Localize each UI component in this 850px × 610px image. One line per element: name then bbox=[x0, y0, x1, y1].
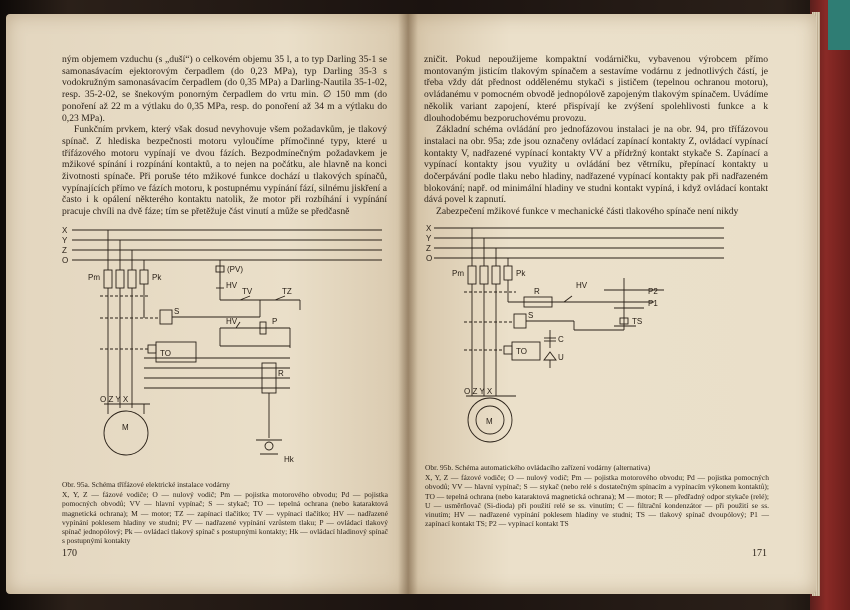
left-label-tz: TZ bbox=[282, 287, 292, 296]
right-label-hv: HV bbox=[576, 281, 588, 290]
right-paragraph-3: Zabezpečení mžikové funkce v mechanické … bbox=[436, 206, 739, 218]
right-label-to: TO bbox=[516, 347, 527, 356]
left-caption-title: Obr. 95a. Schéma třífázové elektrické in… bbox=[62, 480, 230, 489]
right-label-p2: P2 bbox=[648, 287, 658, 296]
left-figure-caption: Obr. 95a. Schéma třífázové elektrické in… bbox=[62, 480, 388, 545]
left-phase-z: Z bbox=[62, 246, 67, 255]
right-caption-title: Obr. 95b. Schéma automatického ovládacíh… bbox=[425, 463, 651, 472]
right-page-number: 171 bbox=[752, 548, 767, 559]
book-spine bbox=[398, 14, 418, 594]
left-label-tv: TV bbox=[242, 287, 253, 296]
left-label-pm: Pm bbox=[88, 273, 100, 282]
left-label-hv: HV bbox=[226, 281, 238, 290]
page-stack-edge bbox=[812, 12, 820, 596]
left-page bbox=[6, 14, 408, 594]
right-label-c: C bbox=[558, 335, 564, 344]
right-phase-x: X bbox=[426, 224, 432, 233]
left-page-text: ným objemem vzduchu (s „duší“) o celkové… bbox=[62, 54, 387, 218]
left-label-ozyx: O Z Y X bbox=[100, 395, 129, 404]
left-phase-x: X bbox=[62, 226, 68, 235]
right-label-pm: Pm bbox=[452, 269, 464, 278]
right-page-text: zničit. Pokud nepoužijeme kompaktní vodá… bbox=[424, 54, 768, 218]
right-caption-body: X, Y, Z — fázové vodiče; O — nulový vodi… bbox=[425, 473, 769, 529]
right-figure-caption: Obr. 95b. Schéma automatického ovládacíh… bbox=[425, 463, 769, 528]
right-label-ts: TS bbox=[632, 317, 642, 326]
right-label-m: M bbox=[486, 417, 493, 426]
right-phase-o: O bbox=[426, 254, 432, 263]
right-label-p1: P1 bbox=[648, 299, 658, 308]
right-label-r: R bbox=[534, 287, 540, 296]
left-phase-o: O bbox=[62, 256, 68, 265]
left-label-pv: (PV) bbox=[227, 265, 243, 274]
right-label-ozyx: O Z Y X bbox=[464, 387, 493, 396]
left-paragraph-2: Funkčním prvkem, který však dosud nevyho… bbox=[62, 124, 387, 218]
left-caption-body: X, Y, Z — fázové vodiče; O — nulový vodi… bbox=[62, 490, 388, 546]
left-phase-y: Y bbox=[62, 236, 68, 245]
left-circuit-diagram: X Y Z O Pm Pk (PV) HV TV TZ S TO HV P R … bbox=[62, 226, 382, 464]
right-label-pk: Pk bbox=[516, 269, 526, 278]
left-page-number: 170 bbox=[62, 548, 77, 559]
book-cover-corner bbox=[828, 0, 850, 50]
left-label-r: R bbox=[278, 369, 284, 378]
right-phase-y: Y bbox=[426, 234, 432, 243]
left-label-p: P bbox=[272, 317, 277, 326]
right-paragraph-2: Základní schéma ovládání pro jednofázovo… bbox=[424, 124, 768, 206]
left-label-m: M bbox=[122, 423, 129, 432]
left-paragraph-1: ným objemem vzduchu (s „duší“) o celkové… bbox=[62, 54, 387, 124]
right-label-u: U bbox=[558, 353, 564, 362]
left-label-to: TO bbox=[160, 349, 171, 358]
left-label-pk: Pk bbox=[152, 273, 162, 282]
right-paragraph-1: zničit. Pokud nepoužijeme kompaktní vodá… bbox=[424, 54, 768, 124]
right-label-s: S bbox=[528, 311, 533, 320]
right-circuit-diagram: X Y Z O Pm Pk HV R P2 P1 TS S C TO U O Z… bbox=[426, 224, 724, 443]
right-page bbox=[408, 14, 816, 594]
right-phase-z: Z bbox=[426, 244, 431, 253]
left-label-hk: Hk bbox=[284, 455, 295, 464]
left-label-hv2: HV bbox=[226, 317, 238, 326]
left-label-s: S bbox=[174, 307, 179, 316]
